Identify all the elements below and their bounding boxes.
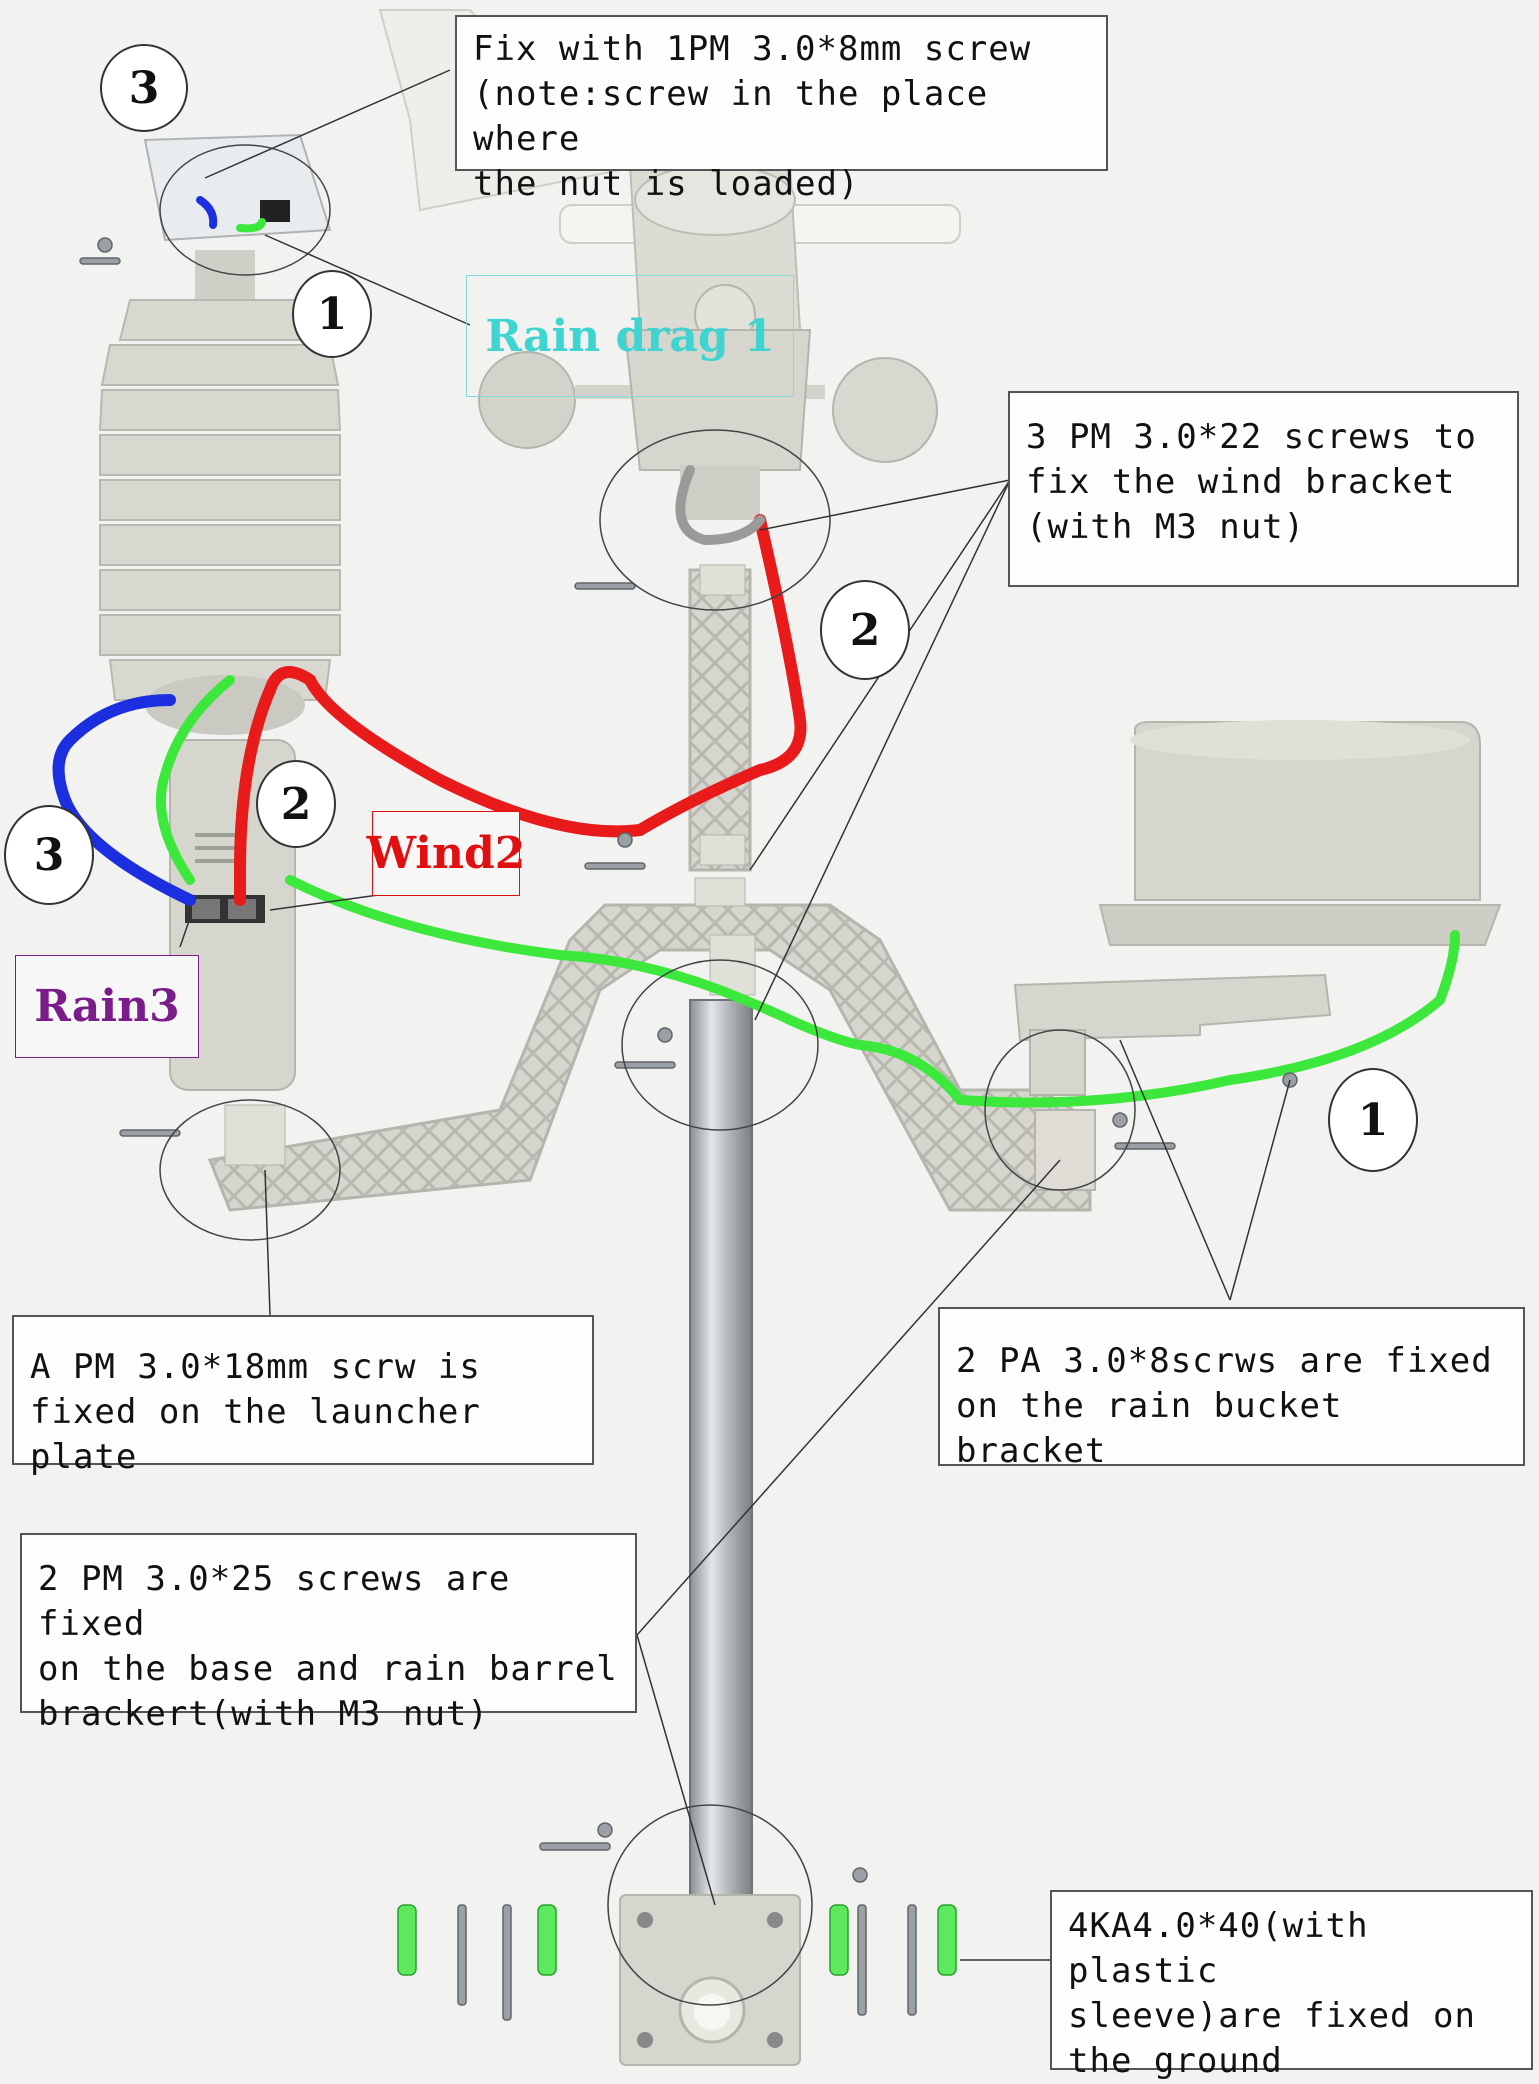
cables bbox=[52, 196, 1460, 1108]
blue-rain-cable bbox=[52, 694, 196, 906]
rain3-port-label: Rain3 bbox=[15, 955, 199, 1058]
rain-drag-label: Rain drag 1 bbox=[466, 275, 794, 397]
callout-wind-bracket-screws: 3 PM 3.0*22 screws to fix the wind brack… bbox=[1008, 391, 1519, 587]
step-number-3: 3 bbox=[100, 44, 188, 132]
step-number-3: 3 bbox=[4, 805, 94, 905]
blue-top-cable bbox=[196, 196, 218, 229]
cross-arm bbox=[207, 564, 1092, 1212]
red-wind-cable bbox=[234, 514, 807, 906]
callout-rain-bucket-screws: 2 PA 3.0*8scrws are fixed on the rain bu… bbox=[938, 1307, 1525, 1471]
callout-base-screws: 2 PM 3.0*25 screws are fixed on the base… bbox=[20, 1533, 637, 1734]
anemometer bbox=[478, 284, 938, 520]
callout-ground-screws: 4KA4.0*40(with plastic sleeve)are fixed … bbox=[1050, 1890, 1533, 2081]
green-thermo-cable bbox=[155, 675, 235, 885]
rain-sensor-box bbox=[143, 133, 332, 242]
green-rain-cable bbox=[285, 875, 1460, 1108]
callout-launcher-plate-screw: A PM 3.0*18mm scrw is fixed on the launc… bbox=[12, 1315, 594, 1477]
step-number-1: 1 bbox=[292, 270, 372, 358]
wind-port-label: Wind2 bbox=[367, 811, 525, 896]
callout-rain-sensor-screw: Fix with 1PM 3.0*8mm screw (note:screw i… bbox=[455, 15, 1108, 204]
step-number-2: 2 bbox=[820, 580, 910, 680]
highlight-circles bbox=[159, 144, 1136, 2006]
hardware bbox=[79, 237, 1298, 2021]
base-plate bbox=[619, 1894, 801, 2066]
green-top-cable bbox=[236, 218, 266, 233]
rain-gauge bbox=[1013, 720, 1502, 1191]
mounting-pole bbox=[689, 999, 753, 1911]
grey-wind-cable bbox=[675, 465, 765, 546]
step-number-1: 1 bbox=[1328, 1068, 1418, 1172]
step-number-2: 2 bbox=[256, 760, 336, 848]
